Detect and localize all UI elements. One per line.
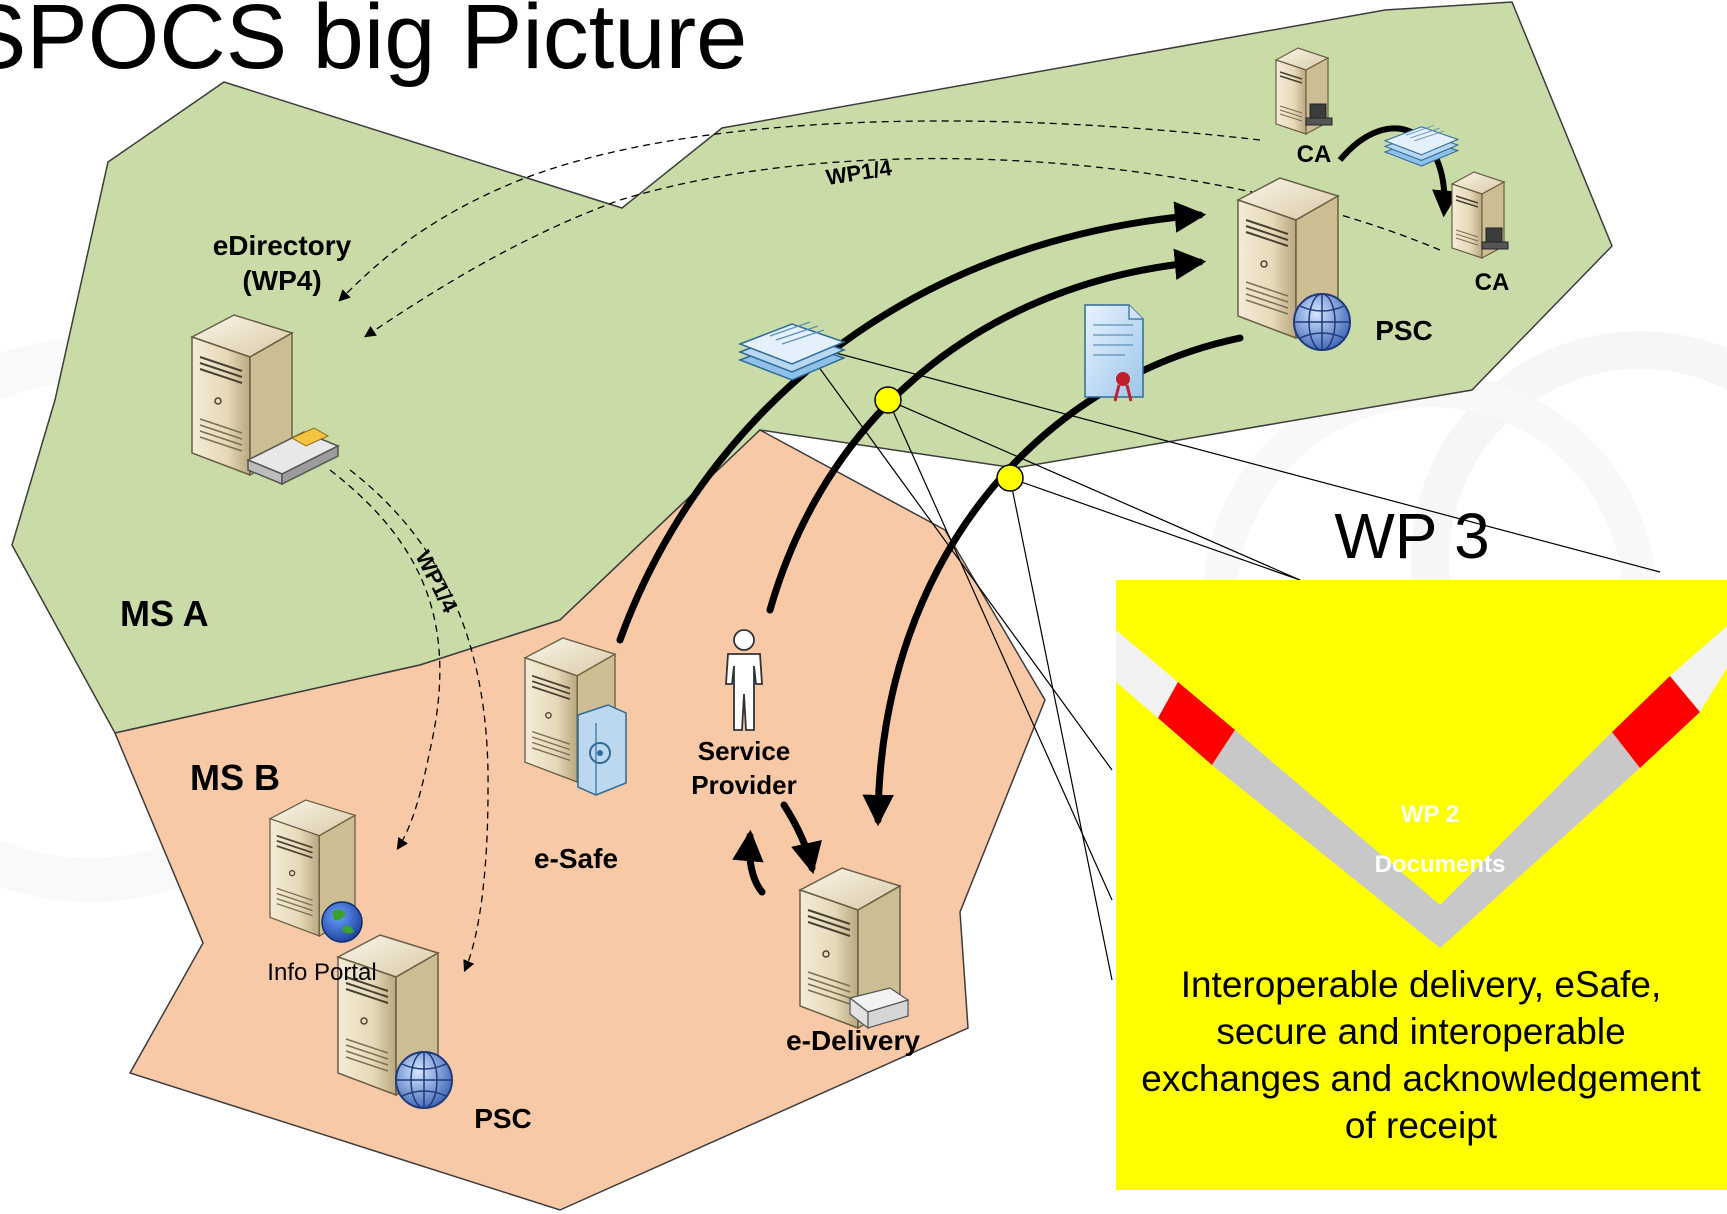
info-portal-label: Info Portal (267, 959, 376, 986)
globe-icon (395, 1051, 453, 1109)
ca-server-top-icon (1275, 47, 1333, 135)
globe-icon (321, 901, 363, 943)
edelivery-label: e-Delivery (786, 1025, 920, 1056)
slide-title: SPOCS big Picture (0, 0, 747, 88)
ms-b-label: MS B (190, 757, 280, 798)
wp3-highlight-box (1116, 580, 1727, 1190)
ca-server-right-icon (1451, 171, 1509, 259)
wp14-dashed-arcs-side (329, 469, 489, 973)
ca-top-label: CA (1297, 141, 1332, 168)
globe-icon (1293, 293, 1351, 351)
edirectory-wp4-label: (WP4) (242, 265, 321, 296)
psc-b-label: PSC (474, 1103, 532, 1134)
service-provider-label-line1: Service (698, 736, 791, 766)
envelope-icon (848, 987, 910, 1030)
printer-icon (246, 427, 340, 486)
ms-a-label: MS A (120, 593, 209, 634)
psc-a-label: PSC (1375, 315, 1433, 346)
edirectory-label: eDirectory (213, 230, 352, 261)
wp3-label: WP 3 (1334, 500, 1489, 572)
wp2-label: WP 2 (1401, 801, 1459, 828)
ca-right-label: CA (1475, 269, 1510, 296)
wp3-connector-lines (801, 343, 1661, 981)
wp14-dashed-arcs-top (338, 120, 1441, 338)
esafe-label: e-Safe (534, 843, 618, 874)
wp2-chevron (1116, 626, 1727, 948)
person-icon (725, 629, 763, 731)
wp3-description: Interoperable delivery, eSafe, secure an… (1141, 964, 1701, 1146)
wp2-documents-label: Documents (1375, 851, 1506, 878)
certificate-icon (1084, 304, 1144, 402)
safe-icon (577, 704, 627, 796)
service-provider-label-line2: Provider (691, 770, 797, 800)
